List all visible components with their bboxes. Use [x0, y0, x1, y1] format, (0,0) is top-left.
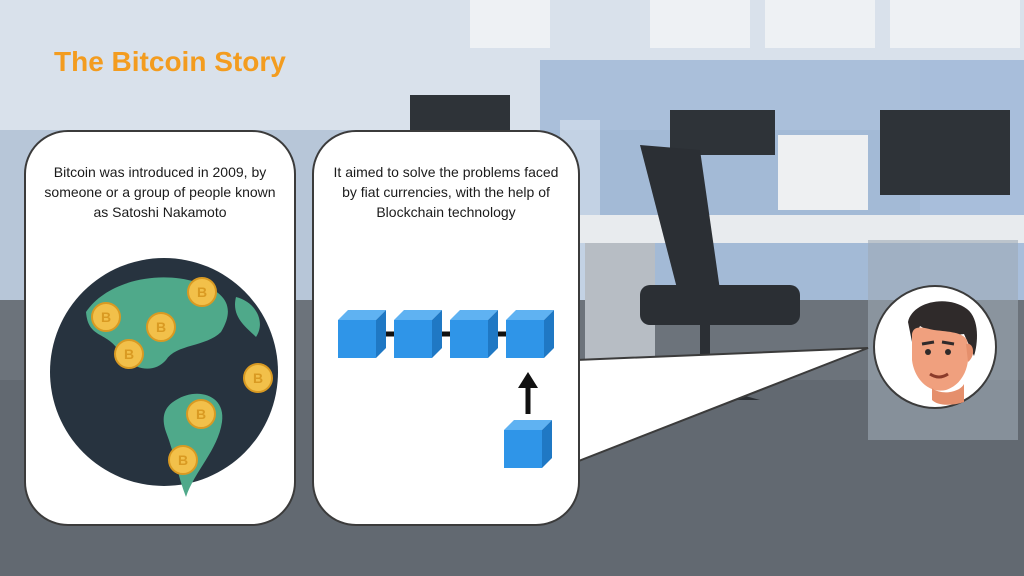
person-face-icon	[873, 285, 997, 409]
blockchain-blocks-icon	[338, 310, 554, 468]
coin-symbol: B	[101, 309, 111, 325]
globe-with-bitcoins-icon: B B B B B B B	[50, 258, 278, 497]
purpose-card: It aimed to solve the problems faced by …	[312, 130, 580, 526]
coin-1	[91, 277, 273, 475]
coin-symbol: B	[156, 319, 166, 335]
coin-symbol: B	[178, 452, 188, 468]
coin-symbol: B	[197, 284, 207, 300]
intro-card-text: Bitcoin was introduced in 2009, by someo…	[44, 164, 276, 220]
purpose-card-text: It aimed to solve the problems faced by …	[333, 164, 559, 220]
coin-symbol: B	[124, 346, 134, 362]
coin-symbol: B	[196, 406, 206, 422]
intro-card: Bitcoin was introduced in 2009, by someo…	[24, 130, 296, 526]
block-cubes	[338, 310, 554, 468]
up-arrow-icon	[518, 372, 538, 414]
coin-symbol: B	[253, 370, 263, 386]
slide-title: The Bitcoin Story	[54, 46, 286, 77]
